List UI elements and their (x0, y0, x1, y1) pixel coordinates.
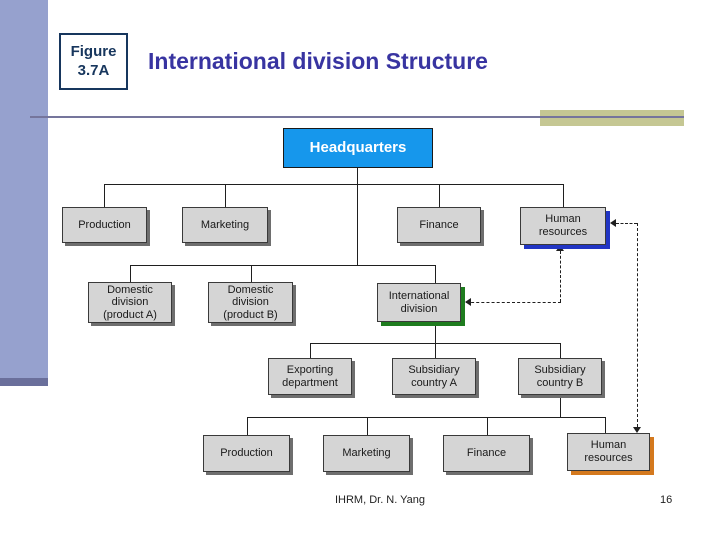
connector-stub (487, 417, 488, 435)
arrowhead-up-icon (556, 245, 564, 251)
org-node-finance-l4: Finance (443, 435, 530, 472)
connector-intl-down (435, 322, 436, 343)
org-node-domestic-division-b: Domestic division (product B) (208, 282, 293, 323)
arrowhead-left-icon (610, 219, 616, 227)
connector-stub (251, 265, 252, 282)
connector-subB-down (560, 395, 561, 417)
org-node-human-resources-top: Human resources (520, 207, 606, 245)
connector-row4 (247, 417, 605, 418)
connector-stub (439, 184, 440, 207)
arrowhead-left-icon (465, 298, 471, 306)
org-node-subsidiary-country-a: Subsidiary country A (392, 358, 476, 395)
connector-row1 (104, 184, 563, 185)
connector-hq-down (357, 168, 358, 265)
connector-stub (225, 184, 226, 207)
khaki-accent-bar (540, 110, 684, 126)
left-accent-bar (0, 0, 48, 378)
connector-stub (560, 343, 561, 358)
org-node-subsidiary-country-b: Subsidiary country B (518, 358, 602, 395)
footer-text: IHRM, Dr. N. Yang (334, 494, 426, 506)
connector-stub (563, 184, 564, 207)
org-node-marketing-l4: Marketing (323, 435, 410, 472)
dashed-link-hr-intl-horizontal (466, 302, 561, 303)
org-node-headquarters: Headquarters (283, 128, 433, 168)
org-node-finance-l1: Finance (397, 207, 481, 243)
org-node-domestic-division-a: Domestic division (product A) (88, 282, 172, 323)
page-number: 16 (660, 494, 673, 506)
connector-row2 (130, 265, 435, 266)
org-node-marketing-l1: Marketing (182, 207, 268, 243)
connector-stub (367, 417, 368, 435)
dashed-link-hr-intl-vertical (560, 251, 561, 302)
connector-stub (104, 184, 105, 207)
figure-label-line1: Figure (70, 42, 117, 60)
connector-stub (605, 417, 606, 433)
connector-stub (247, 417, 248, 435)
title-divider-line (30, 116, 684, 118)
left-accent-bar-end (0, 378, 48, 386)
arrowhead-down-icon (633, 427, 641, 433)
connector-stub (435, 265, 436, 283)
connector-stub (435, 343, 436, 358)
org-node-human-resources-bottom: Human resources (567, 433, 650, 471)
figure-label-box: Figure 3.7A (59, 33, 128, 90)
dashdot-link-hr-horizontal (616, 223, 637, 224)
org-node-exporting-department: Exporting department (268, 358, 352, 395)
connector-stub (310, 343, 311, 358)
slide-title: International division Structure (148, 48, 488, 74)
figure-label-line2: 3.7A (77, 61, 110, 79)
org-node-production-l4: Production (203, 435, 290, 472)
org-node-international-division: International division (377, 283, 461, 322)
connector-stub (130, 265, 131, 282)
dashdot-link-hr-vertical (637, 223, 638, 427)
org-node-production-l1: Production (62, 207, 147, 243)
